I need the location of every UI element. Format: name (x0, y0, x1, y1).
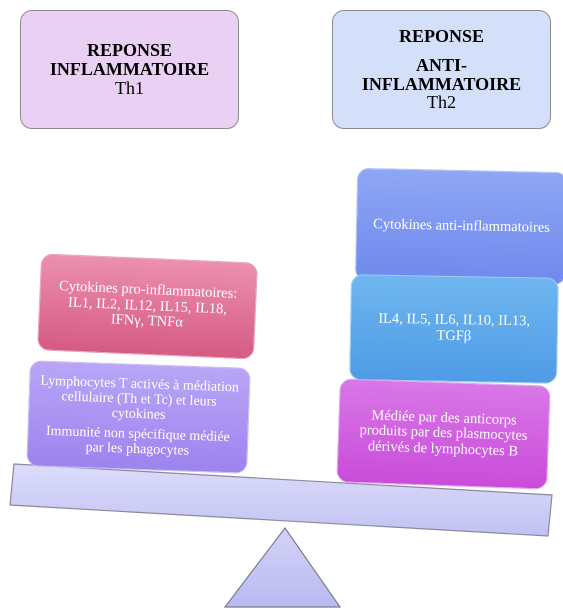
balance-fulcrum (223, 526, 342, 608)
th1-title-line1: REPONSE (86, 40, 173, 61)
antibody-mediated-text: Médiée par des anticorps produits par de… (359, 406, 528, 460)
balance-beam (9, 463, 553, 537)
lymphocytes-card: Lymphocytes T activés à médiation cellul… (26, 360, 251, 474)
th2-title-line4: Th2 (427, 92, 456, 113)
th2-title-line3: INFLAMMATOIRE (361, 73, 522, 94)
anti-inflammatory-cytokines-text: Cytokines anti-inflammatoires (372, 215, 551, 236)
th1-title-line2: INFLAMMATOIRE (49, 59, 210, 80)
pro-inflammatory-cytokines-card: Cytokines pro-inflammatoires: IL1, IL2, … (36, 253, 259, 360)
interleukins-card: IL4, IL5, IL6, IL10, IL13, TGFβ (349, 274, 559, 384)
th1-title-line3: Th1 (115, 77, 144, 98)
anti-inflammatory-cytokines-card: Cytokines anti-inflammatoires (354, 167, 563, 286)
antibody-mediated-card: Médiée par des anticorps produits par de… (336, 378, 551, 490)
lymphocytes-text: Lymphocytes T activés à médiation cellul… (40, 373, 240, 424)
th2-title-line1: REPONSE (398, 25, 485, 46)
th2-title-line2: ANTI- (415, 54, 467, 75)
pro-inflammatory-cytokines-text: Cytokines pro-inflammatoires: IL1, IL2, … (58, 278, 238, 331)
th2-title-box: REPONSE ANTI- INFLAMMATOIRE Th2 (332, 10, 551, 129)
interleukins-text: IL4, IL5, IL6, IL10, IL13, TGFβ (378, 311, 531, 345)
immunite-text: Immunité non spécifique médiée par les p… (45, 423, 231, 459)
th1-title-box: REPONSE INFLAMMATOIRE Th1 (20, 10, 239, 129)
